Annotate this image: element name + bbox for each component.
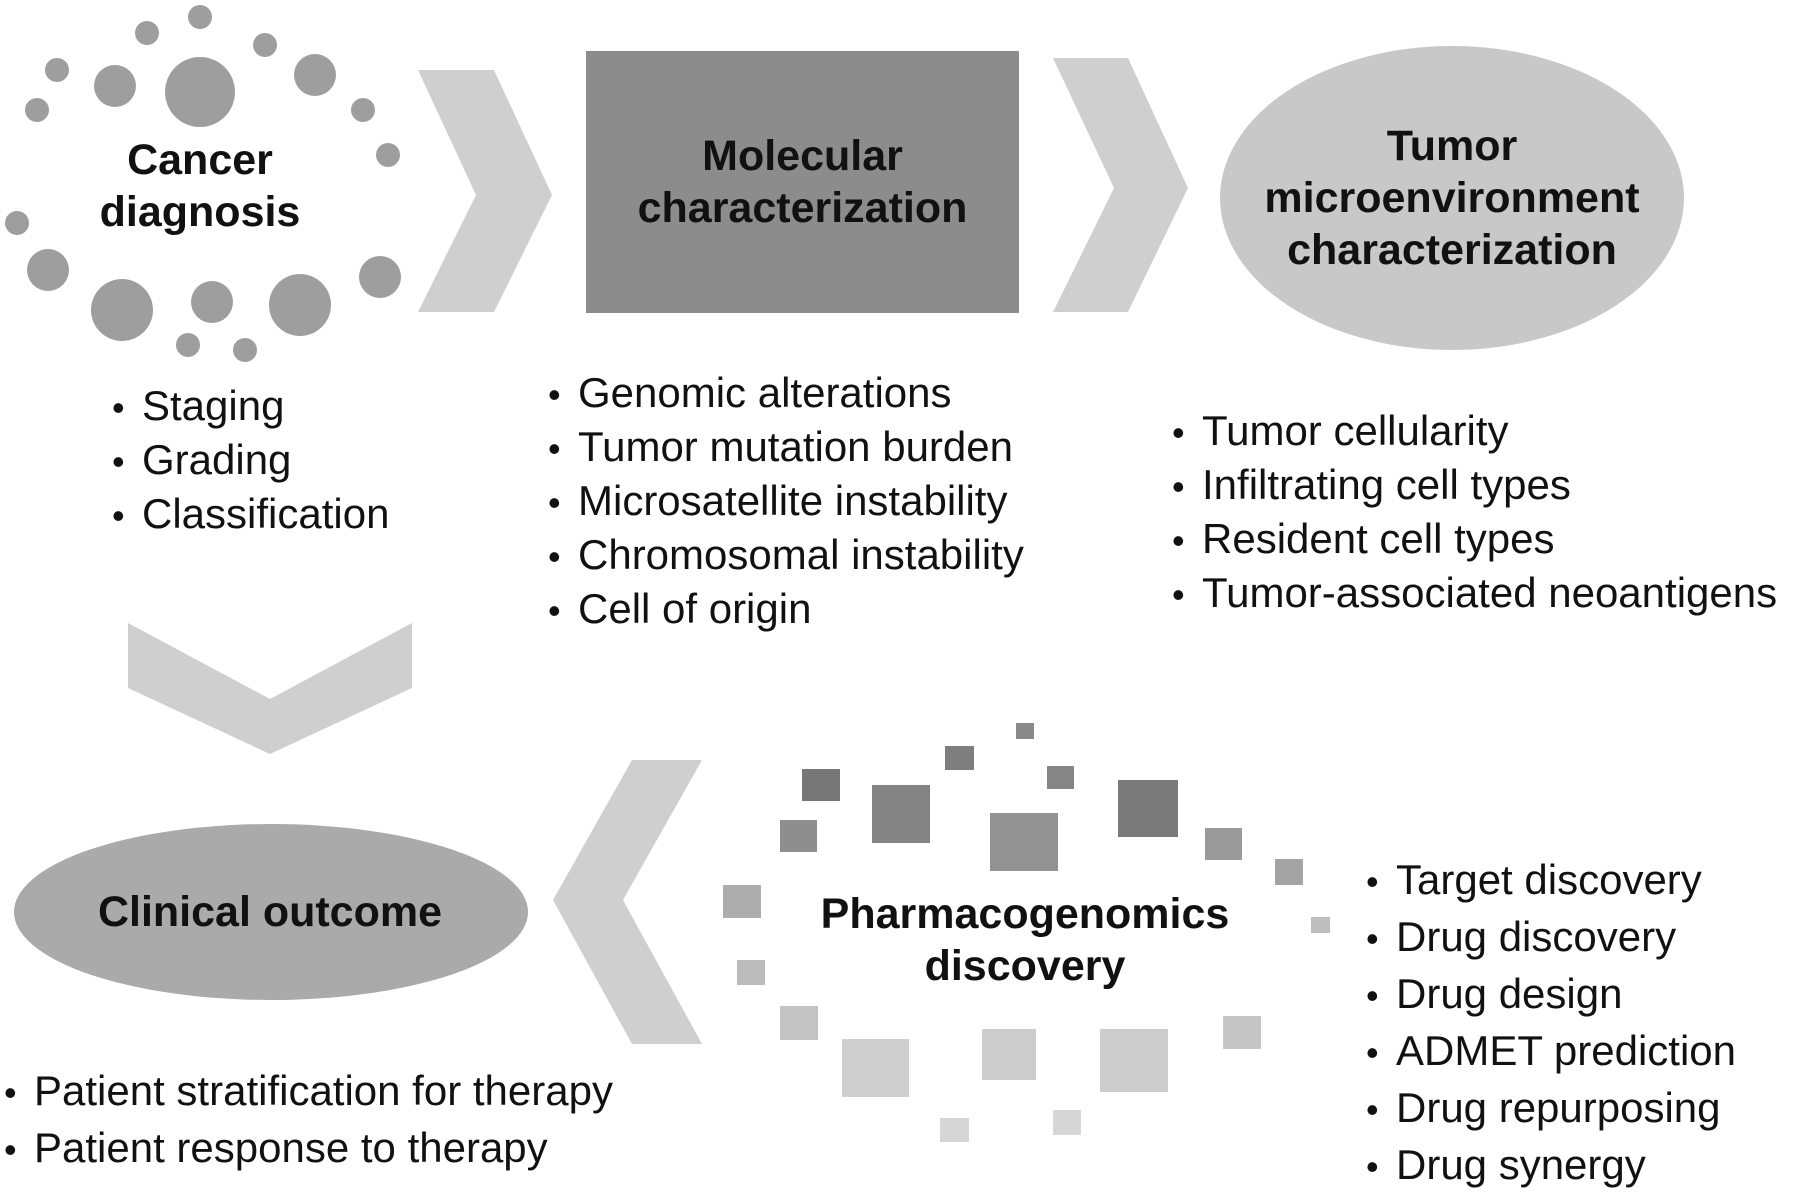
- pharmacogenomics-discovery-title: Pharmacogenomics discovery: [775, 888, 1275, 992]
- decor-circle: [91, 279, 153, 341]
- list-item: Drug repurposing: [1366, 1080, 1736, 1137]
- decor-square: [1118, 780, 1178, 837]
- list-item: Patient response to therapy: [4, 1120, 613, 1177]
- decor-circle: [165, 57, 235, 127]
- decor-circle: [253, 33, 277, 57]
- decor-circle: [188, 5, 212, 29]
- arrow-left: [553, 760, 702, 1044]
- decor-square: [990, 813, 1058, 871]
- decor-circle: [176, 333, 200, 357]
- clinical-outcome-ellipse: [14, 824, 528, 1000]
- pharmacogenomics-square-cluster: [723, 723, 1330, 1142]
- list-item: Microsatellite instability: [548, 475, 1024, 529]
- decor-square: [940, 1118, 969, 1142]
- molecular-characterization-title: Molecular characterization: [586, 130, 1019, 234]
- title-line: Molecular: [702, 132, 903, 180]
- cancer-diagnosis-circle-cluster: [5, 5, 401, 362]
- decor-square: [737, 960, 765, 985]
- arrow-right-2: [1053, 58, 1188, 312]
- decor-square: [982, 1029, 1036, 1080]
- molecular-characterization-box: [586, 51, 1019, 313]
- decor-square: [842, 1039, 909, 1097]
- cancer-diagnosis-list: Staging Grading Classification: [112, 380, 389, 542]
- decor-circle: [191, 281, 233, 323]
- list-item: Target discovery: [1366, 852, 1736, 909]
- title-line: microenvironment: [1264, 174, 1640, 222]
- decor-square: [723, 885, 761, 918]
- decor-square: [780, 820, 817, 852]
- list-item: Patient stratification for therapy: [4, 1063, 613, 1120]
- tumor-microenvironment-ellipse: [1220, 46, 1684, 350]
- arrow-right-1: [418, 70, 552, 312]
- list-item: Resident cell types: [1172, 513, 1777, 567]
- decor-square: [1100, 1029, 1168, 1092]
- decor-square: [1223, 1016, 1261, 1049]
- list-item: Infiltrating cell types: [1172, 459, 1777, 513]
- decor-circle: [269, 274, 331, 336]
- decor-circle: [45, 58, 69, 82]
- list-item: Classification: [112, 488, 389, 542]
- pharmacogenomics-list: Target discovery Drug discovery Drug des…: [1366, 852, 1736, 1194]
- decor-circle: [294, 54, 336, 96]
- decor-circle: [233, 338, 257, 362]
- list-item: Drug design: [1366, 966, 1736, 1023]
- title-line: Clinical outcome: [97, 888, 443, 936]
- decor-circle: [351, 98, 375, 122]
- decor-square: [1311, 917, 1330, 933]
- decor-circle: [25, 98, 49, 122]
- decor-circle: [27, 249, 69, 291]
- title-line: Pharmacogenomics: [820, 890, 1230, 938]
- decor-circle: [94, 65, 136, 107]
- title-line: Tumor: [1386, 122, 1518, 170]
- title-line: characterization: [637, 184, 968, 232]
- decor-circle: [359, 256, 401, 298]
- decor-square: [1205, 828, 1242, 860]
- list-item: ADMET prediction: [1366, 1023, 1736, 1080]
- tumor-microenvironment-list: Tumor cellularity Infiltrating cell type…: [1172, 405, 1777, 621]
- list-item: Cell of origin: [548, 583, 1024, 637]
- list-item: Tumor-associated neoantigens: [1172, 567, 1777, 621]
- decor-circle: [376, 143, 400, 167]
- list-item: Drug discovery: [1366, 909, 1736, 966]
- decor-square: [1053, 1110, 1081, 1135]
- cancer-diagnosis-title: Cancer diagnosis: [60, 134, 340, 238]
- title-line: discovery: [924, 942, 1126, 990]
- molecular-characterization-list: Genomic alterations Tumor mutation burde…: [548, 367, 1024, 637]
- decor-square: [1275, 859, 1303, 885]
- list-item: Grading: [112, 434, 389, 488]
- decor-square: [802, 769, 840, 801]
- decor-circle: [135, 21, 159, 45]
- tumor-microenvironment-title: Tumor microenvironment characterization: [1222, 120, 1682, 276]
- title-line: characterization: [1287, 226, 1617, 274]
- list-item: Tumor mutation burden: [548, 421, 1024, 475]
- list-item: Chromosomal instability: [548, 529, 1024, 583]
- clinical-outcome-list: Patient stratification for therapy Patie…: [4, 1063, 613, 1177]
- arrow-down: [128, 623, 412, 754]
- title-line: diagnosis: [99, 188, 301, 236]
- decor-square: [1047, 766, 1074, 789]
- list-item: Genomic alterations: [548, 367, 1024, 421]
- clinical-outcome-title: Clinical outcome: [40, 886, 500, 938]
- list-item: Drug synergy: [1366, 1137, 1736, 1194]
- decor-square: [1016, 723, 1034, 739]
- list-item: Staging: [112, 380, 389, 434]
- decor-square: [872, 785, 930, 843]
- decor-square: [945, 746, 974, 770]
- list-item: Tumor cellularity: [1172, 405, 1777, 459]
- decor-square: [780, 1006, 818, 1040]
- decor-circle: [5, 211, 29, 235]
- title-line: Cancer: [127, 136, 273, 184]
